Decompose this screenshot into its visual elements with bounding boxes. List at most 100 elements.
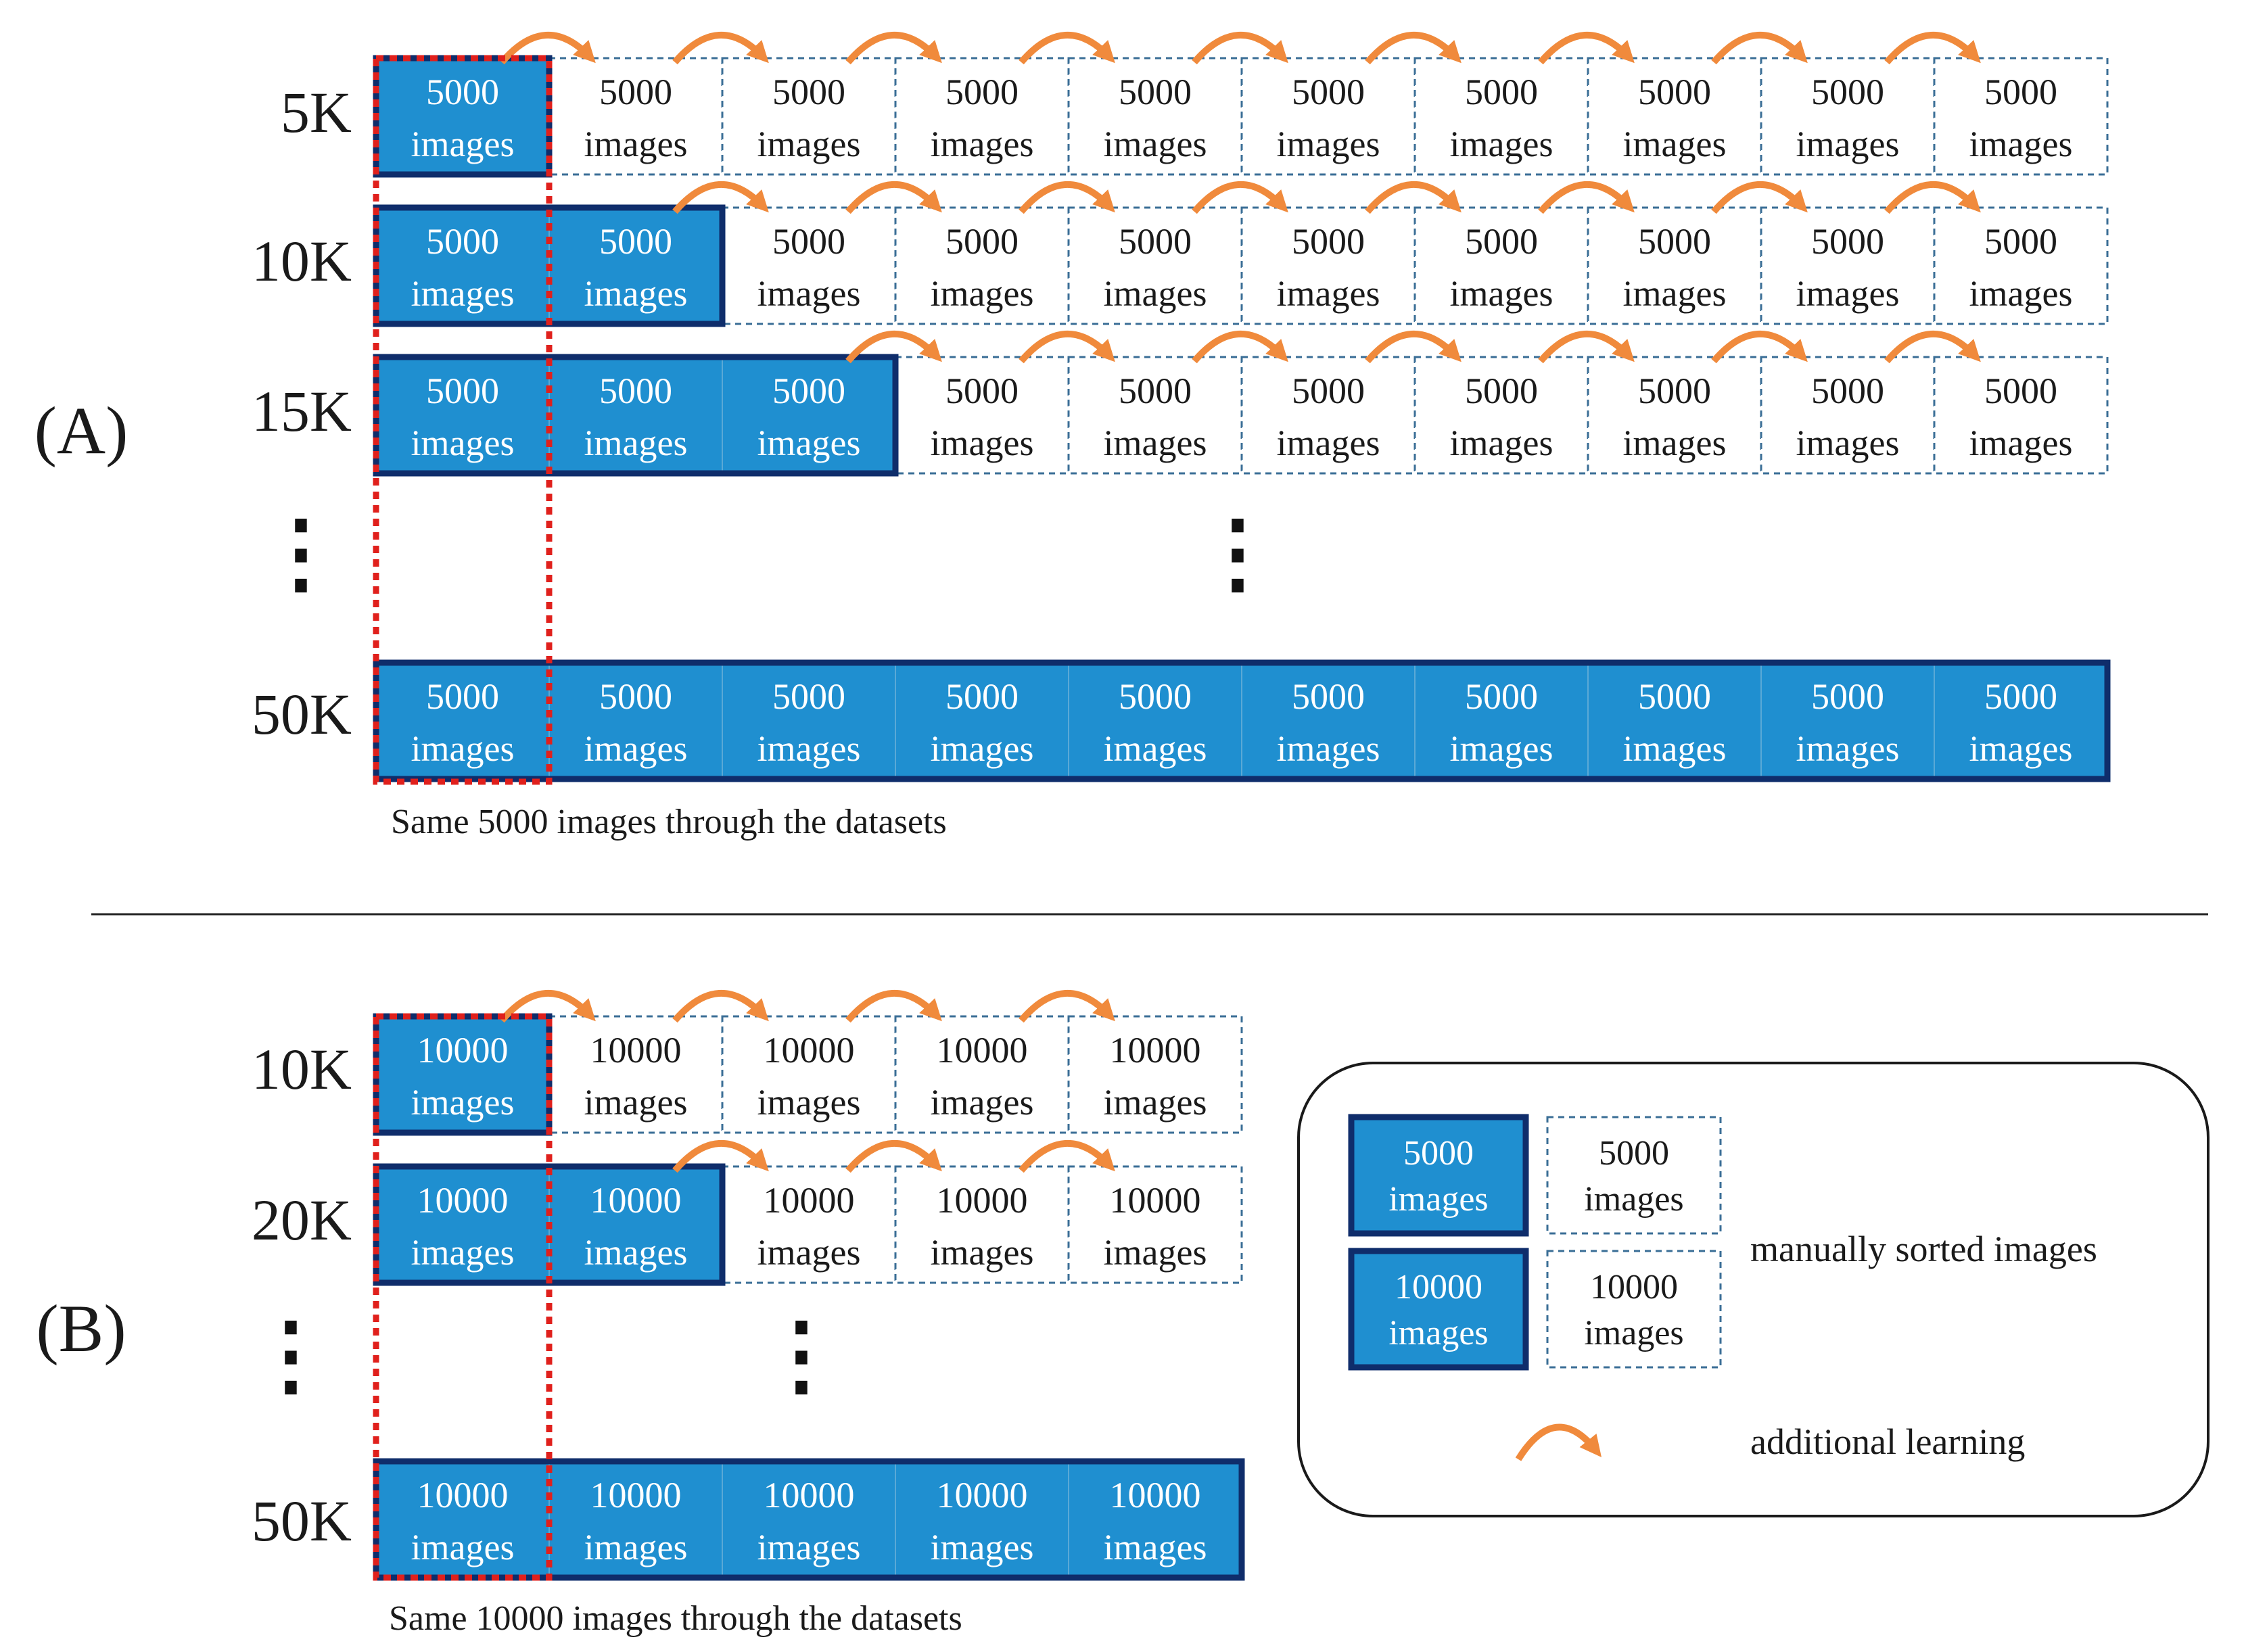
legend-filled-5000-line2: images bbox=[1388, 1180, 1488, 1219]
filled-block bbox=[1761, 663, 1934, 779]
block-count-text: 5000 bbox=[1984, 221, 2057, 262]
panel-a-row-5k: 5000 images 5000 images 5000 images 5000 images… bbox=[373, 32, 2109, 178]
block-unit-text: images bbox=[931, 1082, 1034, 1123]
block-unit-text: images bbox=[1796, 124, 1900, 164]
filled-block bbox=[376, 58, 549, 174]
block-unit-text: images bbox=[411, 124, 515, 164]
panel-b-label: (B) bbox=[36, 1291, 126, 1366]
block-count-text: 5000 bbox=[1465, 221, 1538, 262]
filled-block bbox=[549, 1461, 722, 1578]
empty-block bbox=[1413, 356, 1589, 475]
empty-block bbox=[894, 1015, 1070, 1134]
block-count-text: 5000 bbox=[772, 371, 845, 411]
block-count-text: 5000 bbox=[426, 371, 499, 411]
block-unit-text: images bbox=[584, 1527, 688, 1567]
block-unit-text: images bbox=[1623, 728, 1727, 769]
panel-a-highlight-box bbox=[373, 55, 553, 785]
additional-learning-arrow-icon bbox=[1711, 331, 1808, 364]
empty-block bbox=[1760, 356, 1936, 475]
empty-block bbox=[1587, 356, 1762, 475]
panel-a-ellipsis-center: ⋮ bbox=[1194, 505, 1282, 603]
panel-b: (B) 10K 20K 50K 10000images10000images10… bbox=[36, 990, 1245, 1638]
block-unit-text: images bbox=[1104, 1527, 1207, 1567]
block-count-text: 5000 bbox=[426, 221, 499, 262]
block-count-text: 5000 bbox=[599, 221, 672, 262]
block-unit-text: images bbox=[584, 423, 688, 463]
empty-block bbox=[894, 206, 1070, 325]
legend-empty-5000-line1: 5000 bbox=[1599, 1134, 1669, 1173]
additional-learning-arrow-icon bbox=[672, 1140, 769, 1173]
filled-block bbox=[1069, 663, 1242, 779]
additional-learning-arrow-icon bbox=[1365, 331, 1462, 364]
block-count-text: 5000 bbox=[1984, 72, 2057, 112]
empty-block bbox=[894, 1165, 1070, 1284]
additional-learning-arrow-icon bbox=[845, 990, 942, 1023]
filled-block bbox=[376, 663, 549, 779]
block-unit-text: images bbox=[931, 1527, 1034, 1567]
block-count-text: 5000 bbox=[945, 221, 1019, 262]
block-unit-text: images bbox=[1623, 124, 1727, 164]
legend-empty-5000-line2: images bbox=[1584, 1180, 1683, 1219]
block-count-text: 10000 bbox=[764, 1475, 855, 1515]
block-count-text: 5000 bbox=[1811, 371, 1884, 411]
block-unit-text: images bbox=[1277, 273, 1380, 314]
block-count-text: 5000 bbox=[1119, 676, 1192, 717]
block-count-text: 5000 bbox=[1811, 221, 1884, 262]
block-count-text: 10000 bbox=[937, 1180, 1028, 1221]
panel-b-ellipsis-center: ⋮ bbox=[757, 1307, 845, 1405]
block-unit-text: images bbox=[411, 423, 515, 463]
panel-a-row-label-50k: 50K bbox=[252, 682, 352, 747]
filled-block bbox=[376, 1461, 549, 1578]
filled-block bbox=[1415, 663, 1588, 779]
block-unit-text: images bbox=[1623, 273, 1727, 314]
empty-block bbox=[721, 57, 897, 176]
panel-a-label: (A) bbox=[34, 393, 128, 468]
block-count-text: 5000 bbox=[772, 221, 845, 262]
empty-block bbox=[1933, 57, 2109, 176]
additional-learning-arrow-icon bbox=[672, 32, 769, 65]
filled-block bbox=[722, 1461, 895, 1578]
block-unit-text: images bbox=[1104, 728, 1207, 769]
block-unit-text: images bbox=[757, 273, 861, 314]
panel-b-row-20k: 10000images10000images10000images10000im… bbox=[373, 1140, 1243, 1286]
block-unit-text: images bbox=[1450, 423, 1553, 463]
filled-block bbox=[895, 1461, 1069, 1578]
filled-block bbox=[549, 663, 722, 779]
block-count-text: 10000 bbox=[937, 1030, 1028, 1070]
block-count-text: 5000 bbox=[1811, 72, 1884, 112]
additional-learning-arrow-icon bbox=[1019, 32, 1115, 65]
additional-learning-arrow-icon bbox=[1019, 1140, 1115, 1173]
empty-block bbox=[894, 57, 1070, 176]
additional-learning-arrow-icon bbox=[1365, 181, 1462, 214]
block-count-text: 10000 bbox=[417, 1475, 509, 1515]
panel-a-row-15k: 5000images5000images5000images5000images… bbox=[373, 331, 2109, 477]
empty-block bbox=[1067, 356, 1243, 475]
panel-b-row-label-50k: 50K bbox=[252, 1488, 352, 1553]
block-unit-text: images bbox=[931, 124, 1034, 164]
panel-a-row-label-5k: 5K bbox=[281, 80, 352, 145]
block-count-text: 5000 bbox=[1638, 221, 1711, 262]
block-count-text: 5000 bbox=[772, 676, 845, 717]
block-unit-text: images bbox=[1969, 728, 2073, 769]
filled-block bbox=[376, 357, 549, 473]
legend-filled-5000-block bbox=[1348, 1114, 1529, 1237]
filled-block bbox=[549, 1166, 722, 1283]
legend: 5000 images 5000 images 10000 images 100… bbox=[1297, 1062, 2210, 1517]
additional-learning-arrow-icon bbox=[672, 990, 769, 1023]
block-count-text: 5000 bbox=[1119, 72, 1192, 112]
panel-a: (A) 5K 10K 15K 50K 5000images5000images5… bbox=[34, 32, 2111, 841]
block-count-text: 5000 bbox=[1292, 371, 1365, 411]
filled-block bbox=[1588, 663, 1761, 779]
additional-learning-arrow-icon bbox=[672, 181, 769, 214]
additional-learning-arrow-icon bbox=[1192, 331, 1288, 364]
block-count-text: 5000 bbox=[945, 72, 1019, 112]
additional-learning-arrow-icon bbox=[1019, 181, 1115, 214]
filled-block bbox=[376, 208, 549, 324]
filled-block bbox=[722, 663, 895, 779]
panel-a-row-10k: 5000images5000images5000images5000images… bbox=[373, 181, 2109, 327]
block-count-text: 5000 bbox=[426, 72, 499, 112]
additional-learning-arrow-icon bbox=[1365, 32, 1462, 65]
filled-block bbox=[549, 208, 722, 324]
block-unit-text: images bbox=[757, 1232, 861, 1273]
